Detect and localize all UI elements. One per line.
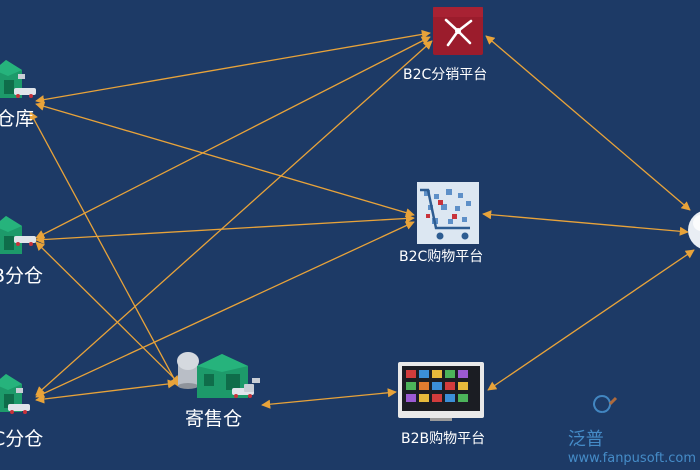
label-consignment: 寄售仓 [185,408,243,430]
edge-warehouse-bottom-b2c-dist [35,40,433,396]
label-b2c-distribution: B2C分销平台 [403,67,488,83]
edge-consign-b2b-shop [261,388,397,409]
label-warehouse-mid: B分仓 [0,265,44,287]
share-network-icon[interactable] [433,7,483,55]
label-warehouse-bottom: C分仓 [0,428,44,450]
watermark-url: www.fanpusoft.com [567,451,696,466]
edge-warehouse-bottom-b2c-shop [35,221,415,398]
watermark-brand: 泛普 [567,429,604,450]
warehouse-icon[interactable] [0,374,30,414]
edge-warehouse-mid-consign [35,241,181,385]
edge-warehouse-top-b2c-shop [35,101,415,218]
warehouse-silo-icon[interactable] [177,352,260,398]
shopping-cart-icon[interactable] [417,182,479,244]
label-b2c-shopping: B2C购物平台 [399,249,484,265]
label-b2b-shopping: B2B购物平台 [401,431,486,447]
edge-warehouse-top-consign [29,111,179,387]
watermark-logo-icon [593,395,618,413]
edge-warehouse-bottom-consign [35,379,177,404]
connection-lines [29,29,695,409]
edge-b2b-shop-hub [487,249,695,391]
label-warehouse-top: 仓库 [0,108,35,130]
tv-screen-icon[interactable] [398,362,484,421]
warehouse-icon[interactable] [0,216,36,254]
edge-b2c-shop-hub [482,210,689,236]
edge-b2c-dist-hub [485,35,691,211]
warehouse-icon[interactable] [0,60,36,98]
globe-sphere-icon[interactable] [688,210,700,250]
watermark: 泛普 www.fanpusoft.com [568,425,696,466]
